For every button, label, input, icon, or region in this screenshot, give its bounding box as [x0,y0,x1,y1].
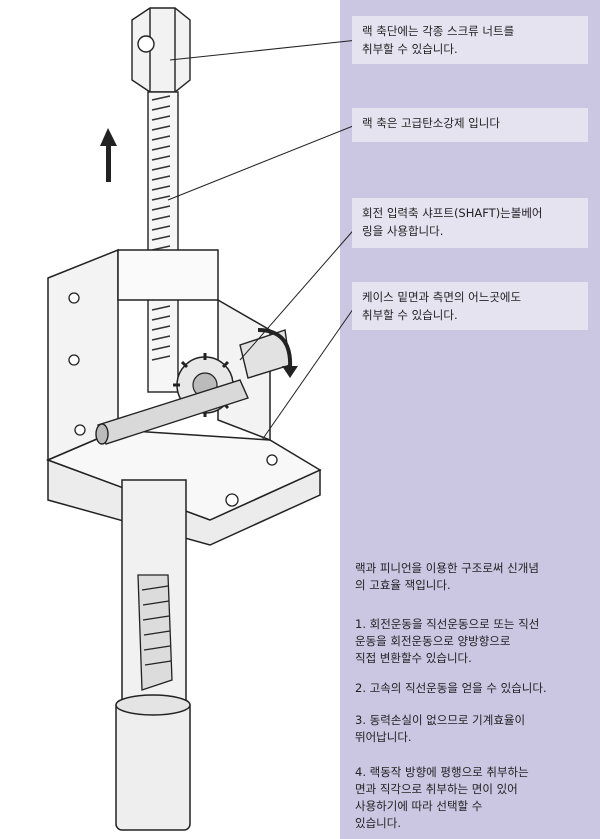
intro-text: 랙과 피니언을 이용한 구조로써 신개념 의 고효율 잭입니다. [355,561,539,592]
callout-case-mounting: 케이스 밑면과 측면의 어느곳에도 취부할 수 있습니다. [352,282,588,330]
tube-slot-window [137,574,173,691]
feature-item-1: 1. 회전운동을 직선운동으로 또는 직선 운동을 회전운동으로 양방향으로 직… [355,617,540,665]
rack-teeth [151,95,171,361]
feature-item-3: 3. 동력손실이 없으므로 기계효율이 뛰어납니다. [355,713,526,744]
feature-item-4: 4. 랙동작 방향에 평행으로 취부하는 면과 직각으로 취부하는 면이 있어 … [355,765,529,830]
feature-item-2: 2. 고속의 직선운동을 얻을 수 있습니다. [355,681,547,695]
up-arrow-icon [100,128,117,182]
callout-rack-end: 랙 축단에는 각종 스크류 너트를 취부할 수 있습니다. [352,16,588,64]
callout-rack-material: 랙 축은 고급탄소강제 입니다 [352,108,588,142]
callout-leader-lines [167,39,359,441]
rotation-arrow-icon [257,328,298,378]
callout-input-shaft: 회전 입력축 샤프트(SHAFT)는볼베어 링을 사용합니다. [352,198,588,248]
